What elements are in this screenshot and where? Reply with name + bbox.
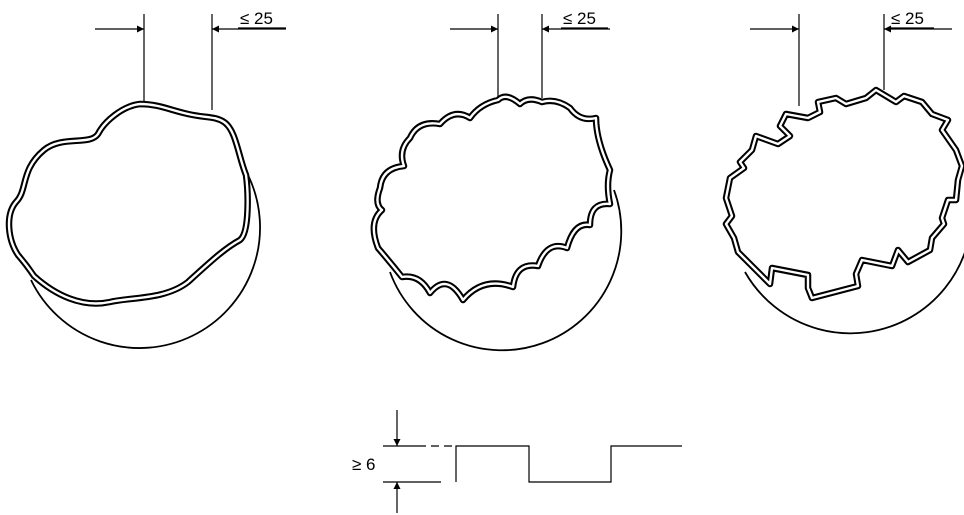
dimension-label-2: ≤ 25 — [563, 9, 596, 28]
step-height-label: ≥ 6 — [352, 455, 376, 474]
circle-outline-1 — [30, 174, 261, 349]
step-profile-line — [455, 445, 682, 483]
dimension-label-3: ≤ 25 — [891, 9, 924, 28]
scalloped-band — [370, 93, 614, 304]
dimension-label-1: ≤ 25 — [240, 9, 273, 28]
panel-scalloped-contour: ≤ 25 — [370, 9, 623, 352]
dimension-marker-2: ≤ 25 — [450, 9, 610, 100]
stepped-band — [722, 86, 964, 302]
dimension-marker-1: ≤ 25 — [95, 9, 286, 110]
step-profile-detail: ≥ 6 — [352, 410, 682, 513]
circle-outline-3 — [744, 151, 964, 335]
panel-wavy-contour: ≤ 25 — [5, 9, 286, 349]
panel-stepped-contour: ≤ 25 — [722, 9, 964, 335]
dimension-marker-3: ≤ 25 — [750, 9, 952, 106]
circle-outline-2 — [389, 189, 623, 352]
wavy-band — [5, 100, 251, 307]
